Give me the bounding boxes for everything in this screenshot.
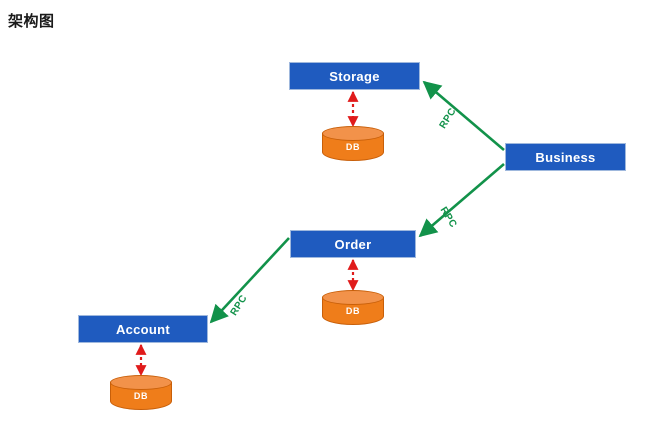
database-cylinder-order[interactable]: DB	[322, 290, 384, 328]
service-label-business: Business	[535, 149, 596, 165]
service-box-storage[interactable]: Storage	[289, 62, 420, 90]
service-label-account: Account	[115, 321, 171, 337]
db-top-ellipse	[110, 375, 172, 390]
db-label-order: DB	[345, 306, 361, 316]
database-cylinder-storage[interactable]: DB	[322, 126, 384, 164]
service-box-order[interactable]: Order	[290, 230, 416, 258]
page-title: 架构图	[8, 13, 55, 30]
rpc-line-business-storage	[422, 80, 505, 151]
service-label-storage: Storage	[329, 68, 380, 84]
rpc-line-business-order	[418, 163, 505, 238]
database-cylinder-account[interactable]: DB	[110, 375, 172, 413]
service-box-business[interactable]: Business	[505, 143, 626, 171]
service-box-account[interactable]: Account	[78, 315, 208, 343]
db-top-ellipse	[322, 290, 384, 305]
service-label-order: Order	[334, 236, 372, 252]
db-top-ellipse	[322, 126, 384, 141]
rpc-line-order-account	[209, 237, 290, 324]
db-label-account: DB	[133, 391, 149, 401]
db-label-storage: DB	[345, 142, 361, 152]
